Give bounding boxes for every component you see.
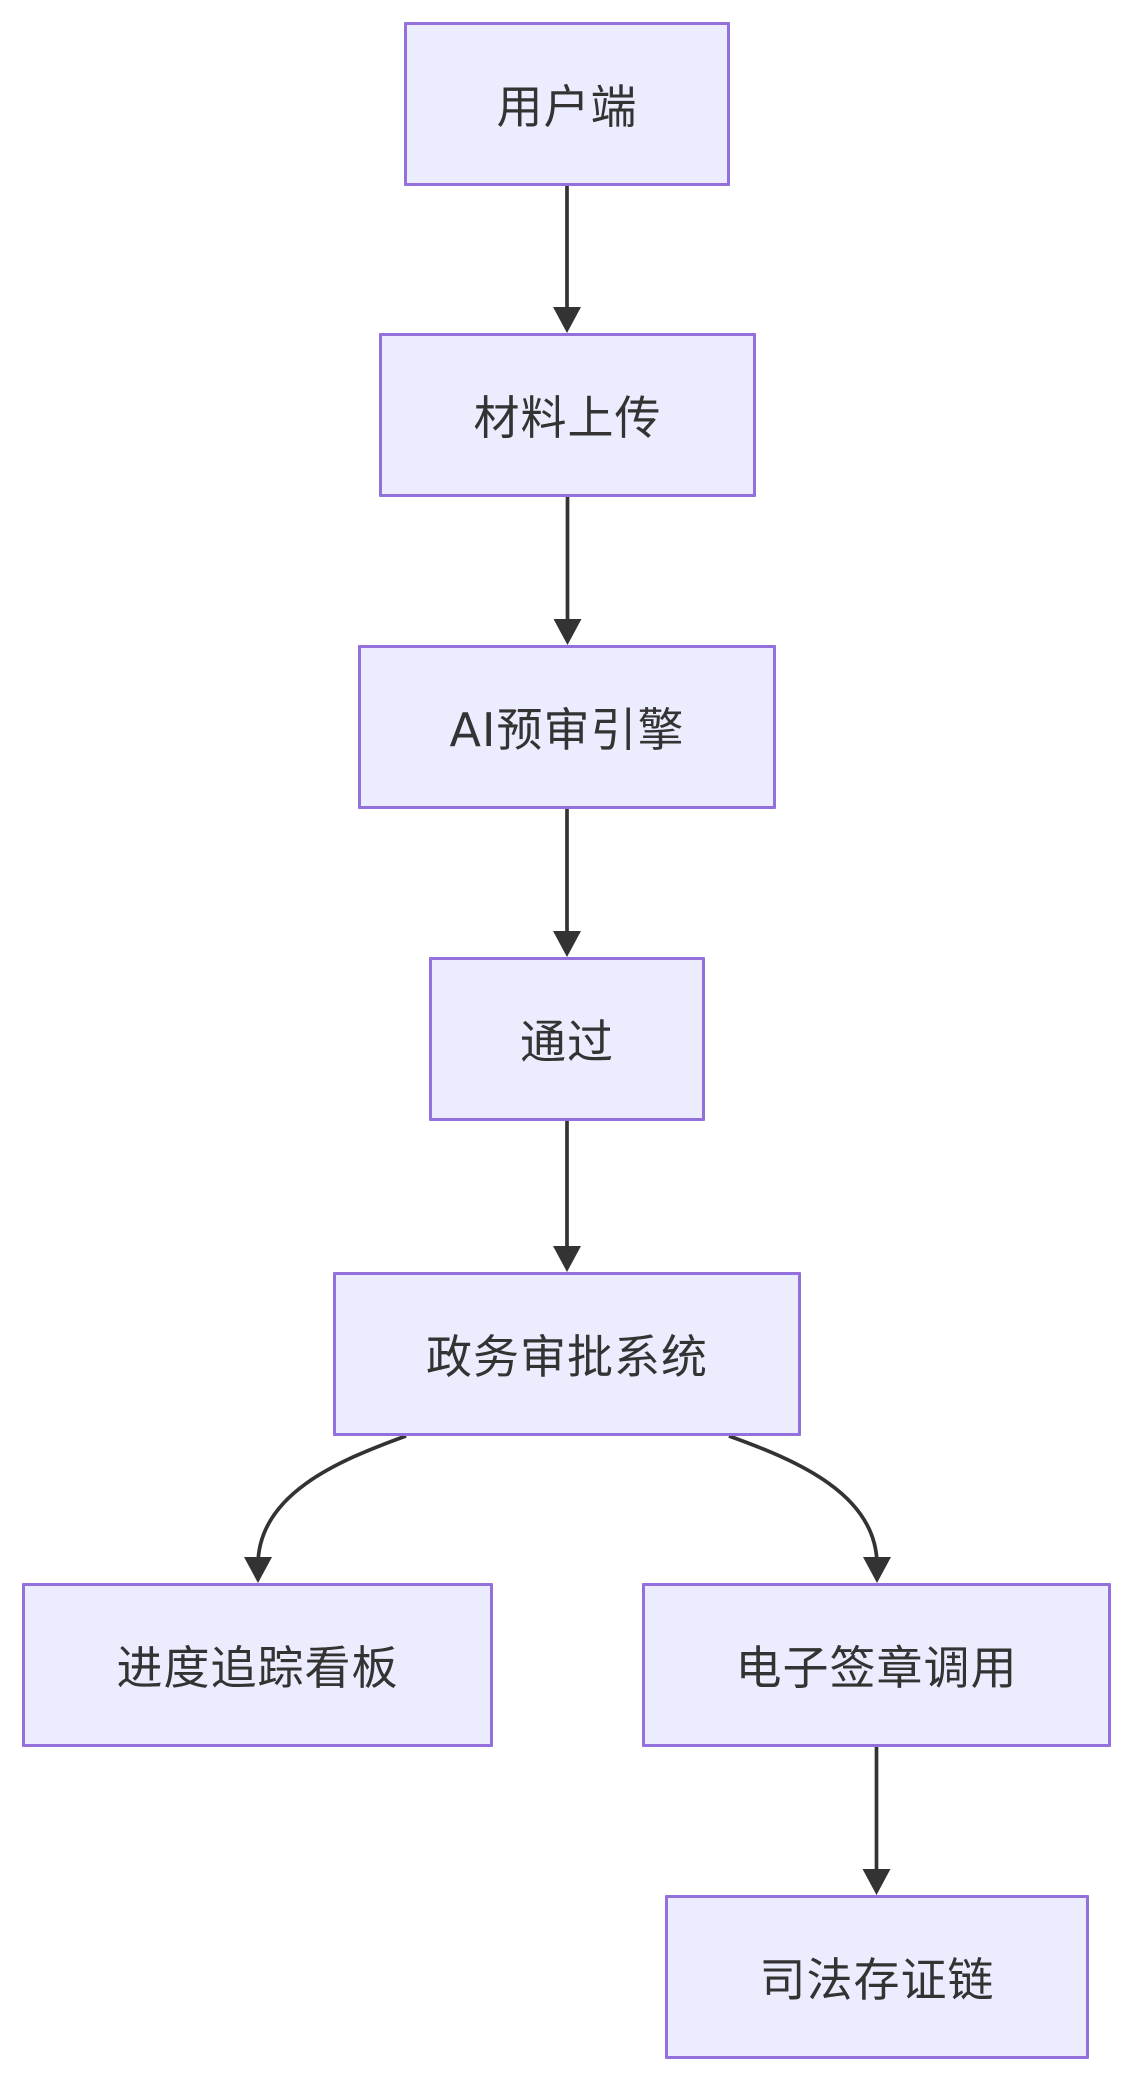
node-label-material-upload: 材料上传 (473, 391, 662, 445)
node-ai-review-engine: AI预审引擎 (358, 645, 776, 809)
node-label-judicial-chain: 司法存证链 (759, 1953, 995, 2007)
arrowhead-material-upload-to-ai-review-engine (553, 619, 582, 645)
node-pass: 通过 (429, 957, 705, 1121)
node-label-user-client: 用户端 (496, 80, 638, 134)
arrowhead-user-client-to-material-upload (553, 307, 581, 333)
node-user-client: 用户端 (404, 22, 730, 186)
node-label-esignature-call: 电子签章调用 (735, 1641, 1018, 1695)
node-label-progress-board: 进度追踪看板 (116, 1641, 399, 1695)
node-gov-approval: 政务审批系统 (333, 1272, 801, 1436)
arrowhead-gov-approval-to-progress-board (244, 1557, 272, 1583)
node-label-gov-approval: 政务审批系统 (426, 1330, 708, 1384)
arrowhead-ai-review-engine-to-pass (553, 931, 581, 957)
node-label-pass: 通过 (520, 1015, 614, 1069)
node-label-ai-review-engine: AI预审引擎 (449, 703, 685, 757)
edge-gov-approval-to-esignature-call (728, 1434, 879, 1566)
arrowhead-pass-to-gov-approval (553, 1246, 581, 1272)
edge-gov-approval-to-progress-board (256, 1434, 407, 1566)
node-progress-board: 进度追踪看板 (22, 1583, 493, 1747)
node-material-upload: 材料上传 (379, 333, 756, 497)
arrowhead-esignature-call-to-judicial-chain (862, 1869, 891, 1895)
arrowhead-gov-approval-to-esignature-call (863, 1557, 891, 1583)
node-esignature-call: 电子签章调用 (642, 1583, 1111, 1747)
node-judicial-chain: 司法存证链 (665, 1895, 1089, 2059)
